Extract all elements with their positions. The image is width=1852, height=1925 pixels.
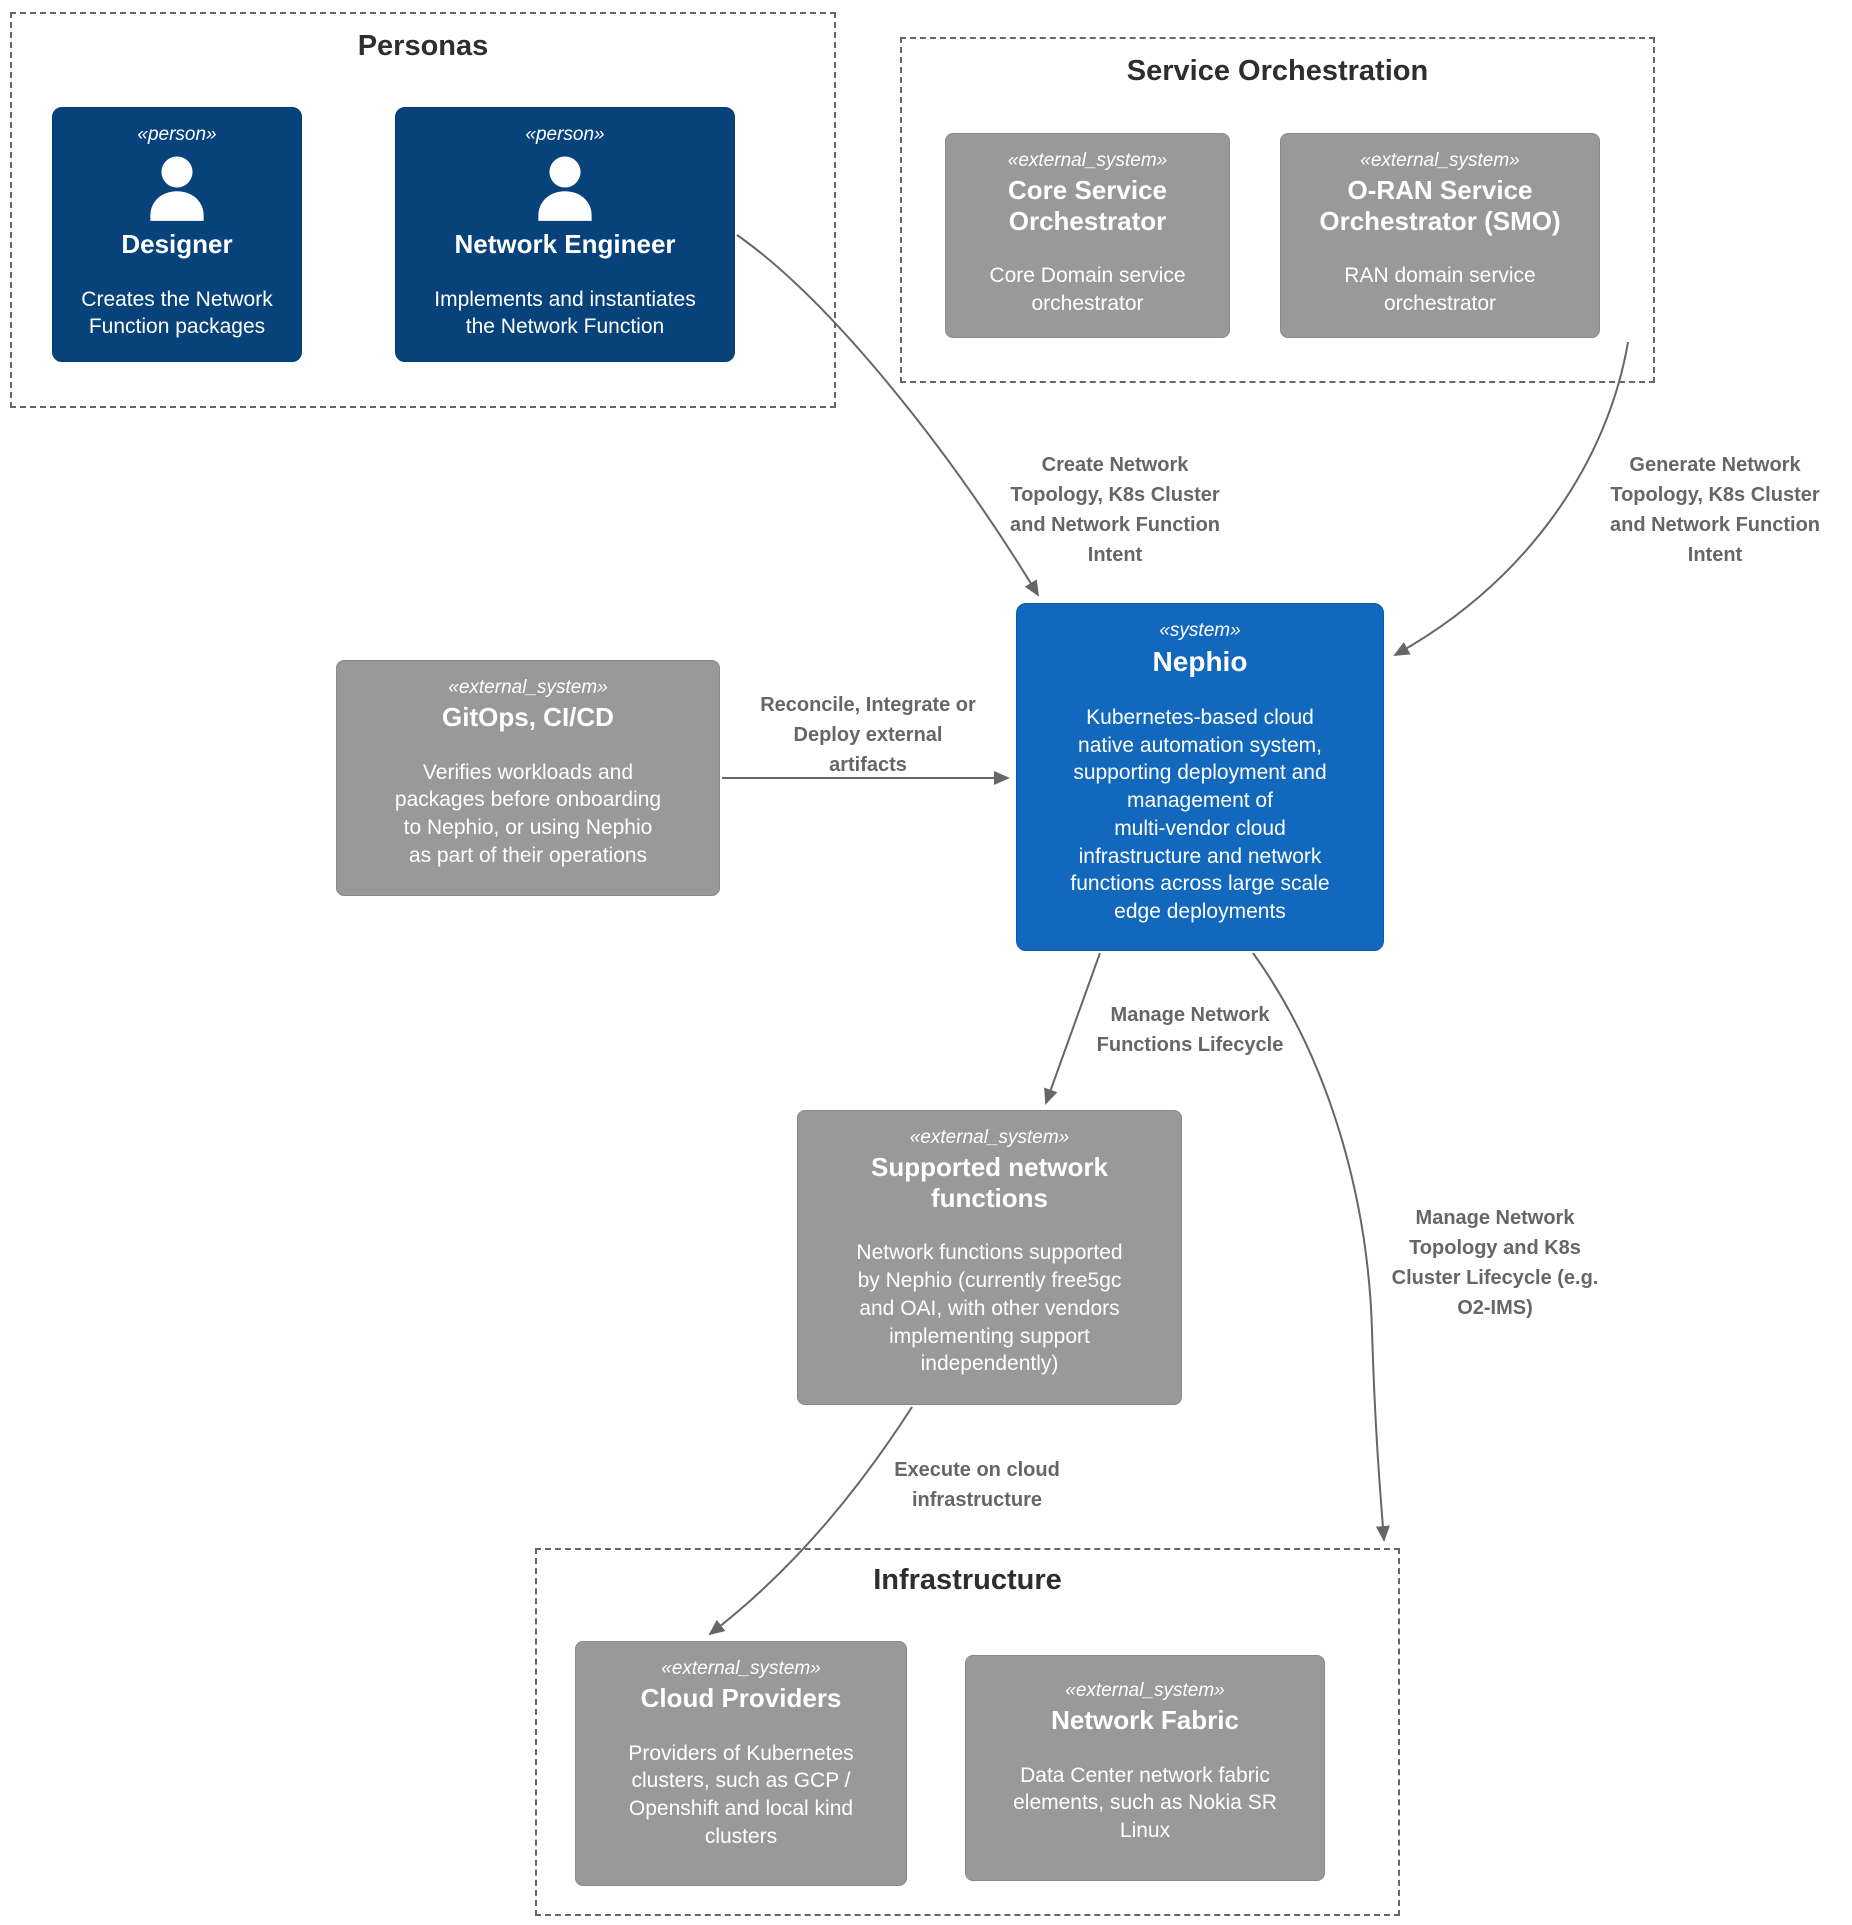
boundary-service-orchestration-title: Service Orchestration [1126,55,1429,87]
edge-label-manage-topology: Manage Network Topology and K8s Cluster … [1391,1207,1599,1319]
nephio-description: Kubernetes-based cloud native automation… [1070,706,1330,924]
node-supported-network-functions: «external_system» Supported network func… [797,1110,1182,1405]
core-service-orchestrator-name: Core Service Orchestrator [1008,175,1167,236]
cloud-providers-name: Cloud Providers [640,1683,842,1713]
node-network-fabric: «external_system» Network Fabric Data Ce… [965,1655,1325,1881]
boundary-personas-title: Personas [357,30,489,62]
edge-manage-nf [1044,952,1101,1105]
node-network-engineer: «person» Network Engineer Implements and… [395,107,735,362]
node-oran-service-orchestrator: «external_system» O-RAN Service Orchestr… [1280,133,1600,338]
designer-stereotype: «person» [137,124,217,145]
network-engineer-name: Network Engineer [454,229,676,259]
designer-name: Designer [121,229,233,259]
oran-service-orchestrator-name: O-RAN Service Orchestrator (SMO) [1319,175,1561,236]
node-gitops: «external_system» GitOps, CI/CD Verifies… [336,660,720,896]
edge-label-execute: Execute on cloud infrastructure [894,1459,1060,1511]
gitops-description: Verifies workloads and packages before o… [394,760,662,867]
node-core-service-orchestrator: «external_system» Core Service Orchestra… [945,133,1230,338]
boundary-service-orchestration: Service Orchestration [900,37,1655,383]
boundary-infrastructure: Infrastructure [535,1548,1400,1916]
boundary-infrastructure-title: Infrastructure [873,1564,1062,1596]
nephio-stereotype: «system» [1159,620,1241,641]
person-icon [538,156,592,221]
edge-label-create-intent: Create Network Topology, K8s Cluster and… [1010,454,1220,566]
cloud-providers-description: Providers of Kubernetes clusters, such a… [628,1741,854,1848]
supported-network-functions-name: Supported network functions [871,1152,1108,1213]
node-cloud-providers: «external_system» Cloud Providers Provid… [575,1641,907,1886]
edge-create-intent [736,234,1040,597]
supported-network-functions-stereotype: «external_system» [909,1127,1070,1148]
core-service-orchestrator-stereotype: «external_system» [1007,150,1168,171]
network-engineer-description: Implements and instantiates the Network … [434,287,696,339]
designer-description: Creates the Network Function packages [81,287,273,339]
network-fabric-description: Data Center network fabric elements, suc… [1013,1763,1277,1843]
nephio-name: Nephio [1152,646,1248,677]
oran-service-orchestrator-stereotype: «external_system» [1360,150,1520,171]
node-designer: «person» Designer Creates the Network Fu… [52,107,302,362]
boundary-personas: Personas [10,12,836,408]
supported-network-functions-description: Network functions supported by Nephio (c… [856,1241,1123,1376]
oran-service-orchestrator-description: RAN domain service orchestrator [1344,264,1536,316]
core-service-orchestrator-description: Core Domain service orchestrator [989,264,1186,316]
edge-label-reconcile: Reconcile, Integrate or Deploy external … [760,694,976,776]
edge-label-manage-nf: Manage Network Functions Lifecycle [1096,1004,1284,1056]
person-icon [150,156,204,221]
network-fabric-stereotype: «external_system» [1065,1680,1225,1701]
network-fabric-name: Network Fabric [1051,1705,1239,1735]
node-nephio: «system» Nephio Kubernetes-based cloud n… [1016,603,1384,951]
edge-generate-intent [1393,341,1629,656]
cloud-providers-stereotype: «external_system» [661,1658,821,1679]
network-engineer-stereotype: «person» [525,124,605,145]
edge-execute [708,1406,913,1636]
edge-label-generate-intent: Generate Network Topology, K8s Cluster a… [1610,454,1820,566]
gitops-stereotype: «external_system» [448,677,608,698]
gitops-name: GitOps, CI/CD [442,702,614,732]
edge-manage-topology [1252,952,1390,1542]
